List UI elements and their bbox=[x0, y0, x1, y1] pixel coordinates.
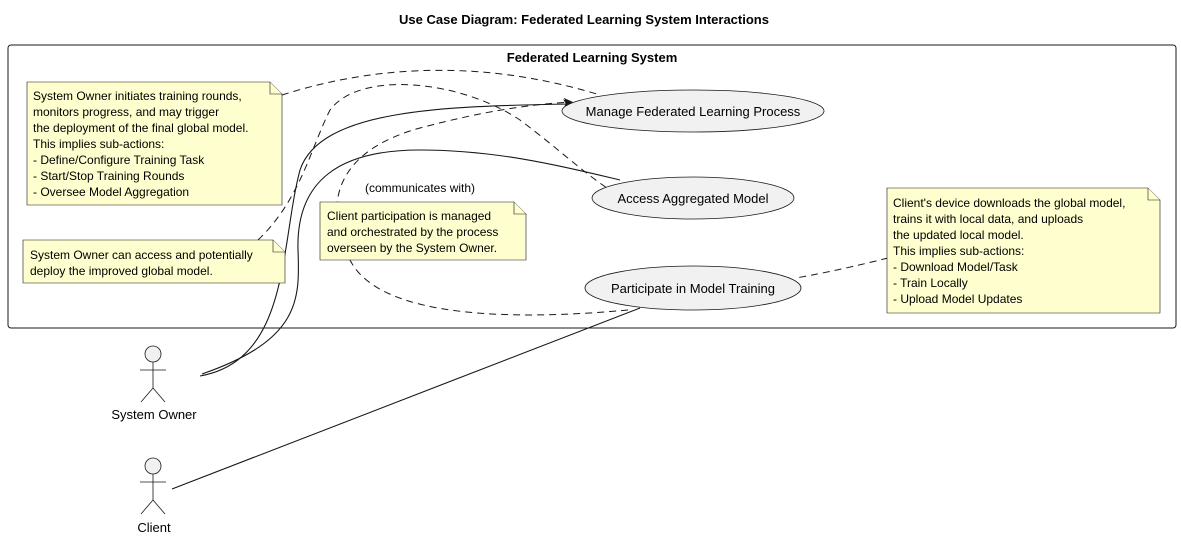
note-client-device-link bbox=[795, 257, 889, 279]
note-line: - Define/Configure Training Task bbox=[33, 153, 205, 167]
note-owner-manage-link bbox=[281, 69, 601, 96]
use-case-manage[interactable]: Manage Federated Learning Process bbox=[561, 89, 825, 133]
use-case-participate-shape[interactable] bbox=[584, 265, 802, 311]
note-line: Client participation is managed bbox=[327, 209, 491, 223]
note-line: - Download Model/Task bbox=[893, 260, 1019, 274]
system-title: Federated Learning System bbox=[507, 50, 678, 65]
note-client-participation-text: Client participation is managed and orche… bbox=[327, 209, 498, 255]
use-case-participate[interactable]: Participate in Model Training bbox=[584, 265, 802, 311]
note-client-participation: Client participation is managed and orche… bbox=[319, 201, 527, 261]
client-participate-edge bbox=[171, 307, 641, 490]
actor-client-head bbox=[144, 457, 162, 475]
diagram-title: Use Case Diagram: Federated Learning Sys… bbox=[399, 12, 769, 27]
communicates-label: (communicates with) bbox=[365, 181, 475, 195]
use-case-access-shape[interactable] bbox=[591, 176, 795, 220]
actor-client-label: Client bbox=[137, 520, 171, 535]
owner-manage-edge bbox=[199, 99, 573, 377]
note-line: This implies sub-actions: bbox=[33, 137, 164, 151]
note-line: System Owner can access and potentially bbox=[30, 248, 253, 262]
note-line: and orchestrated by the process bbox=[327, 225, 498, 239]
use-case-access[interactable]: Access Aggregated Model bbox=[591, 176, 795, 220]
note-line: This implies sub-actions: bbox=[893, 244, 1024, 258]
note-line: System Owner initiates training rounds, bbox=[33, 89, 242, 103]
connections bbox=[171, 69, 889, 490]
actor-system-owner[interactable]: System Owner bbox=[111, 345, 197, 422]
actor-system-owner-head bbox=[144, 345, 162, 363]
system-boundary bbox=[7, 44, 1177, 329]
actor-system-owner-label: System Owner bbox=[111, 407, 197, 422]
note-owner-manage: System Owner initiates training rounds, m… bbox=[26, 81, 283, 206]
note-owner-access-text: System Owner can access and potentially d… bbox=[30, 248, 253, 278]
note-line: deploy the improved global model. bbox=[30, 264, 213, 278]
note-line: - Oversee Model Aggregation bbox=[33, 185, 189, 199]
use-case-access-label: Access Aggregated Model bbox=[617, 191, 768, 206]
use-case-manage-shape[interactable] bbox=[561, 89, 825, 133]
use-case-manage-label: Manage Federated Learning Process bbox=[586, 104, 801, 119]
note-line: the deployment of the final global model… bbox=[33, 121, 248, 135]
note-line: trains it with local data, and uploads bbox=[893, 212, 1083, 226]
use-case-participate-label: Participate in Model Training bbox=[611, 281, 775, 296]
note-line: the updated local model. bbox=[893, 228, 1024, 242]
note-owner-manage-text: System Owner initiates training rounds, m… bbox=[33, 89, 248, 199]
note-line: monitors progress, and may trigger bbox=[33, 105, 219, 119]
note-line: - Train Locally bbox=[893, 276, 968, 290]
note-line: Client's device downloads the global mod… bbox=[893, 196, 1125, 210]
note-line: - Start/Stop Training Rounds bbox=[33, 169, 184, 183]
note-line: overseen by the System Owner. bbox=[327, 241, 497, 255]
note-client-device-text: Client's device downloads the global mod… bbox=[893, 196, 1125, 306]
actor-client[interactable]: Client bbox=[137, 457, 171, 535]
note-owner-access: System Owner can access and potentially d… bbox=[22, 239, 286, 284]
note-client-device: Client's device downloads the global mod… bbox=[886, 187, 1161, 314]
owner-access-edge bbox=[201, 149, 621, 375]
note-line: - Upload Model Updates bbox=[893, 292, 1022, 306]
